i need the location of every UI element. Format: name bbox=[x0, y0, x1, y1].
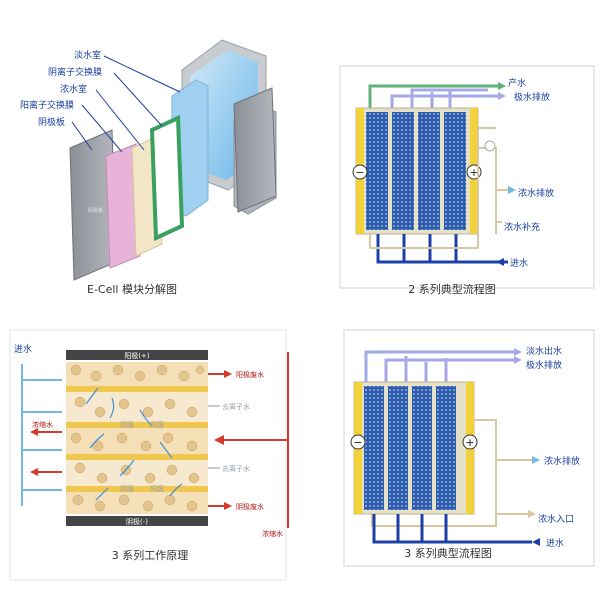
label-membrane-a: 阴膜 bbox=[120, 420, 134, 429]
exploded-view-illustration: 阳极板 淡水室 阴离子交换膜 浓水室 阳离子交换膜 阴极板 E-Cell 模块分… bbox=[20, 39, 277, 296]
dilute-cell-3 bbox=[412, 386, 432, 510]
cathode-plate-text: 阳极板 bbox=[88, 207, 103, 214]
label-concentrate-in: 浓水入口 bbox=[538, 513, 574, 525]
top-pipes bbox=[368, 84, 502, 108]
dilute-cell-3 bbox=[418, 112, 440, 230]
label-feed: 进水 bbox=[510, 257, 528, 269]
label-cathode-waste: 阴极废水 bbox=[236, 502, 264, 511]
label-anode: 阳极(+) bbox=[124, 351, 150, 360]
frame-principle bbox=[9, 329, 287, 581]
cathode-bar bbox=[66, 516, 208, 526]
label-concentrate-drain: 浓水排放 bbox=[518, 187, 554, 199]
anode-bar bbox=[66, 350, 208, 360]
caption-exploded: E-Cell 模块分解图 bbox=[87, 282, 177, 296]
anion-membrane bbox=[149, 114, 185, 242]
label-concentrate-right: 浓缩水 bbox=[262, 529, 283, 538]
cathode-terminal bbox=[350, 434, 366, 450]
pump-icon bbox=[484, 140, 496, 152]
concentrate-loop bbox=[371, 419, 532, 527]
panel-principle: 进水 阳极(+) 阴极(-) 阴膜 阳膜 阴膜 阳膜 浓缩水 bbox=[0, 300, 300, 600]
leader-lines bbox=[71, 55, 181, 153]
right-side-arrows bbox=[208, 352, 289, 528]
caption-flow-3: 3 系列典型流程图 bbox=[404, 546, 492, 560]
label-electrode-drain: 极水排放 bbox=[526, 359, 562, 371]
label-product-water: 淡水出水 bbox=[526, 345, 562, 357]
label-product-b: 去离子水 bbox=[222, 464, 250, 473]
dilute-cell-4 bbox=[444, 112, 466, 230]
label-membrane-d: 阳膜 bbox=[150, 484, 164, 493]
anode-plate bbox=[233, 87, 277, 213]
outlet-arrows bbox=[496, 82, 516, 266]
dilute-cell-1 bbox=[366, 112, 388, 230]
label-membrane-c: 阴膜 bbox=[120, 484, 134, 493]
dilute-cell-4 bbox=[436, 386, 456, 510]
panel-exploded-view: 阳极板 淡水室 阴离子交换膜 浓水室 阳离子交换膜 阴极板 E-Cell 模块分… bbox=[0, 0, 300, 300]
cathode-sign: − bbox=[355, 166, 364, 179]
dilute-cell-2 bbox=[392, 112, 414, 230]
principle-diagram: 进水 阳极(+) 阴极(-) 阴膜 阳膜 阴膜 阳膜 浓缩水 bbox=[9, 329, 289, 581]
label-product-water: 产水 bbox=[508, 77, 526, 89]
resin-beads bbox=[70, 364, 205, 512]
label-concentrate-chamber: 浓水室 bbox=[60, 83, 87, 95]
panel-flow-3: − + 淡水出水 极水排放 浓水排放 浓水入口 进水 3 系列典型流程图 bbox=[300, 300, 600, 600]
dilute-cell-2 bbox=[388, 386, 408, 510]
anode-terminal bbox=[462, 434, 478, 450]
left-side-arrows bbox=[30, 428, 62, 476]
label-cation-membrane: 阳离子交换膜 bbox=[20, 99, 74, 111]
label-anion-membrane: 阴离子交换膜 bbox=[48, 66, 102, 78]
top-pipes bbox=[364, 350, 514, 382]
frame-flow-2 bbox=[339, 65, 595, 289]
flow-diagram-3: − + 淡水出水 极水排放 浓水排放 浓水入口 进水 3 系列典型流程图 bbox=[343, 329, 595, 567]
resin-layers bbox=[66, 362, 208, 514]
caption-flow-2: 2 系列典型流程图 bbox=[408, 282, 496, 296]
feed-pipes bbox=[372, 514, 532, 544]
cation-membrane bbox=[105, 143, 141, 269]
label-dilute-chamber: 淡水室 bbox=[74, 49, 101, 61]
label-concentrate-left: 浓缩水 bbox=[32, 420, 53, 429]
label-feed: 进水 bbox=[14, 343, 32, 355]
label-membrane-b: 阳膜 bbox=[150, 420, 164, 429]
label-anode-waste: 阳极废水 bbox=[236, 370, 264, 379]
frame-flow-3 bbox=[343, 329, 595, 567]
label-feed: 进水 bbox=[546, 537, 564, 549]
anode-sign: + bbox=[465, 436, 474, 449]
anode-sign: + bbox=[469, 166, 478, 179]
outlet-arrows bbox=[514, 348, 540, 546]
label-cathode: 阴极(-) bbox=[126, 517, 148, 526]
caption-principle: 3 系列工作原理 bbox=[112, 548, 189, 562]
cathode-sign: − bbox=[353, 436, 362, 449]
label-concentrate-makeup: 浓水补充 bbox=[504, 221, 540, 233]
ion-flow-arrows bbox=[85, 387, 183, 501]
cathode-terminal bbox=[352, 164, 368, 180]
label-electrode-drain: 极水排放 bbox=[514, 91, 550, 103]
label-product-a: 去离子水 bbox=[222, 402, 250, 411]
dilute-cell-1 bbox=[364, 386, 384, 510]
flow-diagram-2: − + 产水 极水排放 浓水排放 浓水补充 进水 2 系列典型流程图 bbox=[339, 65, 595, 296]
panel-flow-2: − + 产水 极水排放 浓水排放 浓水补充 进水 2 系列典型流程图 bbox=[300, 0, 600, 300]
label-concentrate-drain: 浓水排放 bbox=[544, 455, 580, 467]
label-cathode-plate: 阴极板 bbox=[38, 116, 65, 128]
feed-manifold bbox=[21, 364, 62, 506]
